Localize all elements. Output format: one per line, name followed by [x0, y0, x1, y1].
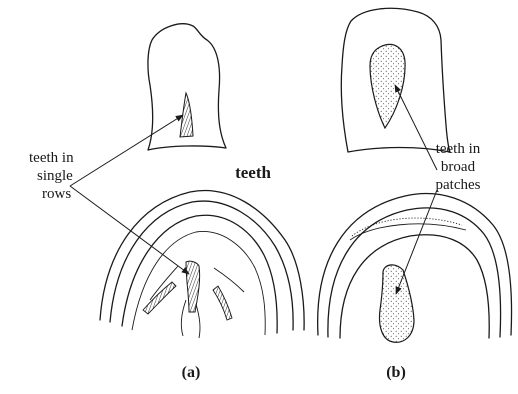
figure-a-lower-jaw — [100, 191, 304, 338]
figure-b-upper-jaw — [341, 8, 450, 152]
figure-b-lower-jaw — [318, 194, 512, 343]
center-label-teeth: teeth — [235, 163, 271, 182]
tooth-patch-lower-b — [380, 265, 414, 342]
label-broad-patches-line2: broad — [441, 159, 476, 175]
figure-a-upper-jaw — [148, 24, 226, 150]
arrow-to-upper-row-a — [70, 115, 183, 186]
arrow-to-upper-patch-b — [395, 85, 437, 170]
label-single-rows-line3: rows — [42, 186, 71, 202]
tooth-patch-upper-b — [370, 44, 405, 128]
arrow-to-lower-patch-b — [396, 190, 437, 294]
label-broad-patches-line3: patches — [436, 177, 481, 193]
label-broad-patches-line1: teeth in — [436, 141, 481, 157]
label-single-rows-line2: single — [37, 168, 73, 184]
label-single-rows-line1: teeth in — [29, 150, 74, 166]
tooth-row-upper-a — [180, 93, 193, 137]
caption-a: (a) — [182, 364, 201, 381]
tooth-row-lower-a — [186, 261, 200, 312]
caption-b: (b) — [386, 364, 406, 381]
arrow-to-lower-row-a — [70, 186, 189, 274]
